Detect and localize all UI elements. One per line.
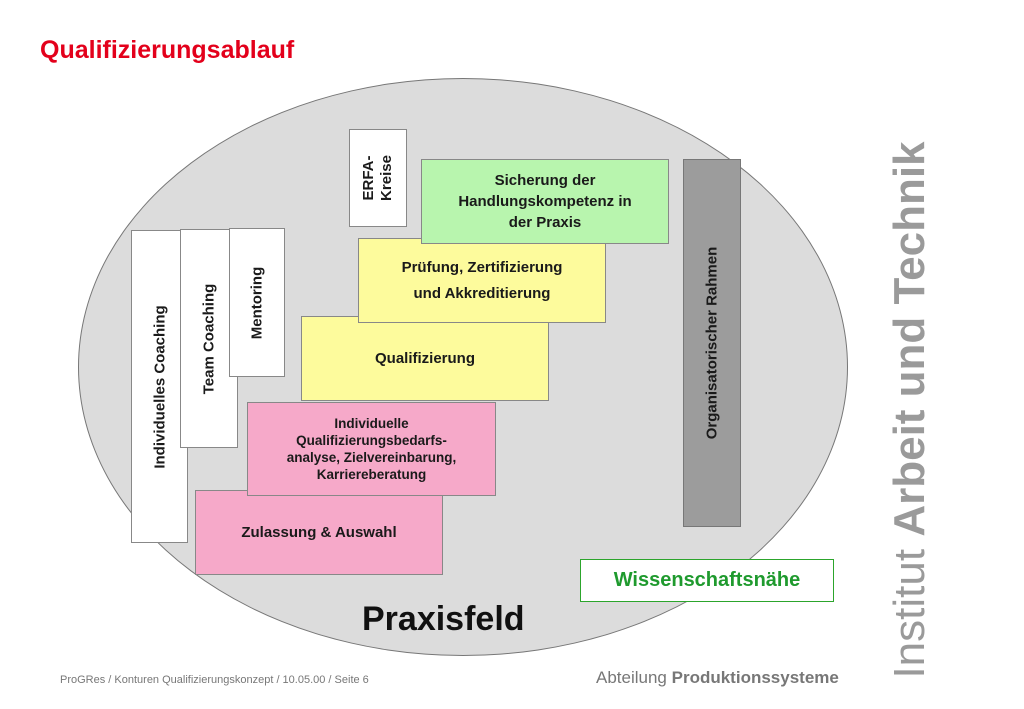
organisatorischer-rahmen-bar: Organisatorischer Rahmen	[683, 159, 741, 527]
team-coaching-label: Team Coaching	[200, 283, 218, 394]
erfa-kreise-label: ERFA- Kreise	[360, 155, 395, 201]
footer-department: Abteilung Produktionssysteme	[596, 668, 839, 688]
praxisfeld-label: Praxisfeld	[362, 600, 525, 638]
organisatorischer-rahmen-label: Organisatorischer Rahmen	[703, 246, 721, 440]
individuelles-coaching-box: Individuelles Coaching	[131, 230, 188, 543]
wissenschaftsnaehe-label: Wissenschaftsnähe	[613, 569, 801, 591]
individuelles-coaching-label: Individuelles Coaching	[151, 304, 168, 469]
step-sicherung-handlungskompetenz-label: Sicherung der Handlungskompetenz in der …	[458, 172, 632, 231]
step-qualifizierungsbedarfsanalyse-label: Individuelle Qualifizierungsbedarfs- ana…	[286, 416, 457, 482]
team-coaching-box: Team Coaching	[180, 229, 238, 448]
brand-institut: Institut	[885, 548, 934, 679]
brand-arbeit-und-technik: Arbeit und Technik	[885, 141, 934, 537]
step-qualifizierung-label: Qualifizierung	[374, 350, 475, 367]
erfa-kreise-box: ERFA- Kreise	[349, 129, 407, 227]
mentoring-box: Mentoring	[229, 228, 285, 377]
step-pruefung-zertifizierung: Prüfung, Zertifizierung und Akkreditieru…	[358, 238, 606, 323]
step-qualifizierung: Qualifizierung	[301, 316, 549, 401]
institut-branding: Institut Arbeit und Technik	[885, 141, 935, 678]
step-zulassung-auswahl: Zulassung & Auswahl	[195, 490, 443, 575]
mentoring-label: Mentoring	[248, 266, 266, 339]
step-pruefung-zertifizierung-label: Prüfung, Zertifizierung und Akkreditieru…	[401, 258, 563, 302]
step-qualifizierungsbedarfsanalyse: Individuelle Qualifizierungsbedarfs- ana…	[247, 402, 496, 496]
footer-source: ProGRes / Konturen Qualifizierungskonzep…	[60, 674, 369, 686]
wissenschaftsnaehe-box: Wissenschaftsnähe	[580, 559, 834, 602]
step-zulassung-auswahl-label: Zulassung & Auswahl	[241, 524, 397, 541]
step-sicherung-handlungskompetenz: Sicherung der Handlungskompetenz in der …	[421, 159, 669, 244]
footer-abteilung: Abteilung	[596, 668, 667, 687]
page-title: Qualifizierungsablauf	[40, 36, 295, 64]
footer-produktionssysteme: Produktionssysteme	[671, 668, 839, 687]
